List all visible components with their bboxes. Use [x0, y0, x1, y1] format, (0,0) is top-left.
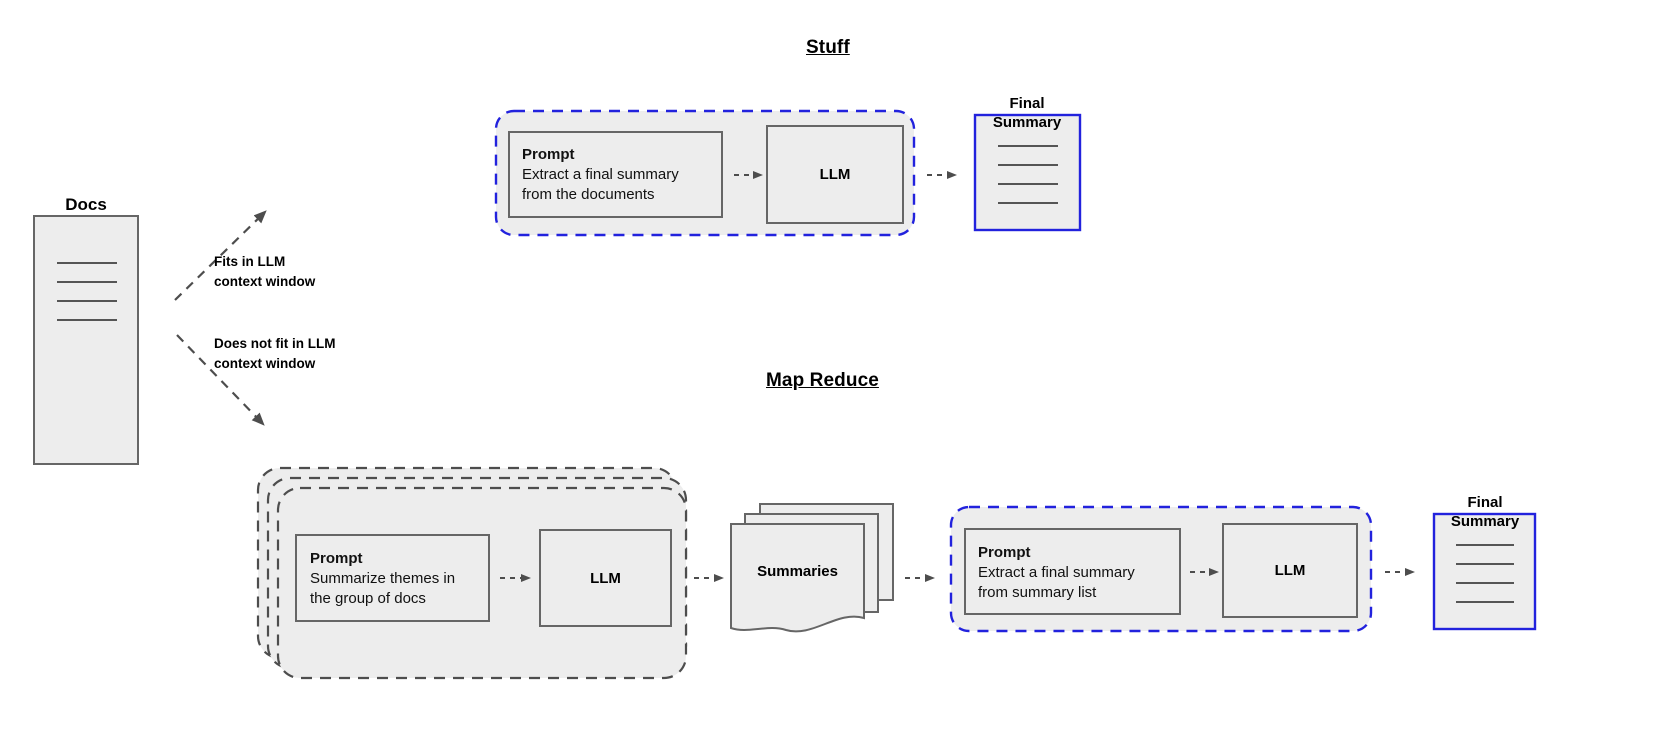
reduce-prompt-text: Prompt Extract a final summary from summ… — [978, 543, 1178, 603]
final-summary-top-shape — [973, 113, 1082, 232]
title-map-reduce: Map Reduce — [766, 370, 879, 391]
stuff-llm-label: LLM — [819, 166, 851, 183]
summaries-label: Summaries — [757, 562, 838, 580]
reduce-llm-label: LLM — [1274, 562, 1306, 579]
reduce-step-group — [949, 505, 1373, 633]
final-summary-top-label: Final Summary — [967, 75, 1087, 132]
map-step-stack — [256, 466, 688, 680]
map-prompt-body: Summarize themes in the group of docs — [310, 570, 456, 607]
final-summary-bottom-text: Final Summary — [1450, 494, 1520, 530]
map-llm-label: LLM — [590, 569, 621, 587]
edge-label-fits: Fits in LLM context window — [214, 254, 316, 289]
edge-label-does-not-fit: Does not fit in LLM context window — [214, 336, 336, 371]
reduce-prompt-body: Extract a final summary from summary lis… — [978, 564, 1135, 601]
branch-arrow-fits — [174, 210, 267, 301]
stuff-prompt-body: Extract a final summary from the documen… — [522, 166, 679, 203]
summaries-stack-shape — [730, 503, 894, 633]
docs-label: Docs — [65, 195, 107, 214]
title-stuff: Stuff — [806, 37, 850, 58]
map-prompt-text: Prompt Summarize themes in the group of … — [310, 549, 490, 609]
branch-arrow-does-not-fit — [176, 334, 265, 426]
final-summary-top-text: Final Summary — [992, 95, 1062, 131]
stuff-chain-group — [494, 109, 957, 237]
final-summary-bottom-label: Final Summary — [1425, 474, 1545, 531]
reduce-prompt-heading: Prompt — [978, 544, 1031, 561]
stuff-prompt-text: Prompt Extract a final summary from the … — [522, 145, 717, 205]
stuff-prompt-heading: Prompt — [522, 146, 575, 163]
map-prompt-heading: Prompt — [310, 550, 363, 567]
docs-shape — [33, 215, 139, 465]
final-summary-bottom-shape — [1432, 512, 1537, 631]
